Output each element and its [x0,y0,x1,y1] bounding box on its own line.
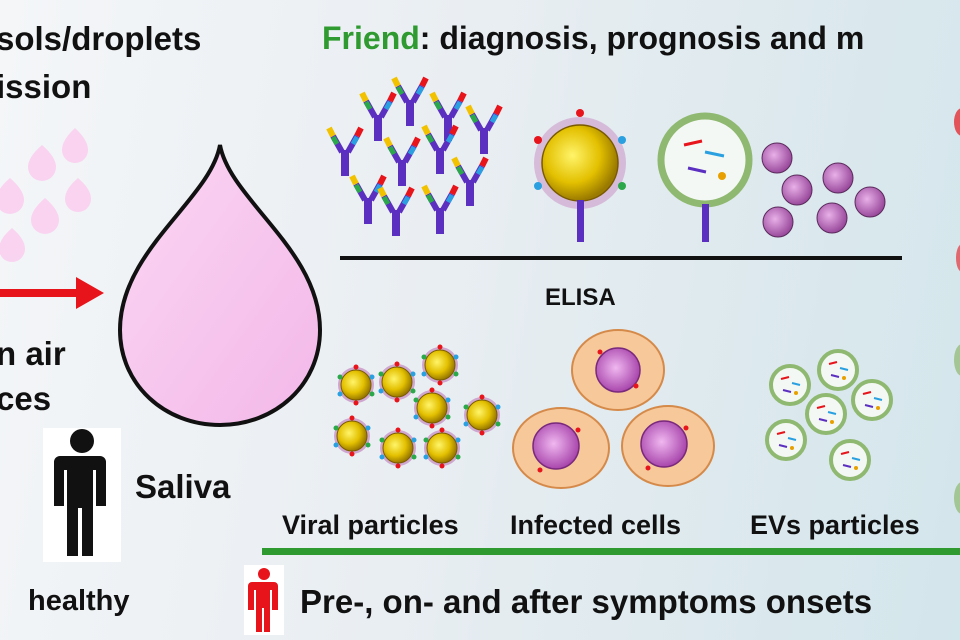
infected-cells-cluster [512,329,715,489]
aerosol-droplets [0,128,91,262]
viral-particles-label: Viral particles [282,510,459,540]
sphere-icon [761,142,793,174]
antibody-cluster [329,78,500,236]
droplet-icon [65,178,91,212]
person-icon [54,429,106,556]
friend-word: Friend [322,20,420,56]
droplet-icon [0,228,25,262]
ev-particles-cluster [765,349,893,481]
cell-icon [621,405,715,487]
friend-rest: : diagnosis, prognosis and m [419,20,865,56]
evs-particles-label: EVs particles [750,510,920,540]
elisa-baseline [340,256,902,260]
cropped-right-elements [954,108,960,514]
air-line2: ces [0,380,52,417]
transmission-line1: sols/droplets [0,20,202,57]
elisa-label: ELISA [545,284,616,311]
sphere-cluster [761,142,886,238]
viral-particles-cluster [333,344,501,469]
sphere-icon [781,174,813,206]
sick-person-icon [244,565,284,635]
ev-antibody-complex [657,112,753,242]
symptoms-label: Pre-, on- and after symptoms onsets [300,583,873,620]
sphere-icon [854,186,886,218]
droplet-icon [0,178,24,214]
cell-icon [571,329,665,411]
transmission-line2: ission [0,68,92,105]
infected-cells-label: Infected cells [510,510,682,540]
timeline-rule [262,548,960,555]
sphere-icon [822,162,854,194]
saliva-droplet-icon [117,144,323,428]
air-line1: n air [0,335,66,372]
sphere-icon [816,202,848,234]
saliva-label: Saliva [135,468,231,505]
virus-antibody-complex [534,109,626,242]
transmission-arrow [0,277,104,309]
sphere-icon [762,206,794,238]
droplet-icon [62,128,88,163]
droplet-icon [28,145,56,181]
droplet-icon [31,198,59,234]
healthy-label: healthy [28,585,130,617]
friend-heading: Friend: diagnosis, prognosis and m [322,20,864,57]
cell-icon [512,407,610,489]
